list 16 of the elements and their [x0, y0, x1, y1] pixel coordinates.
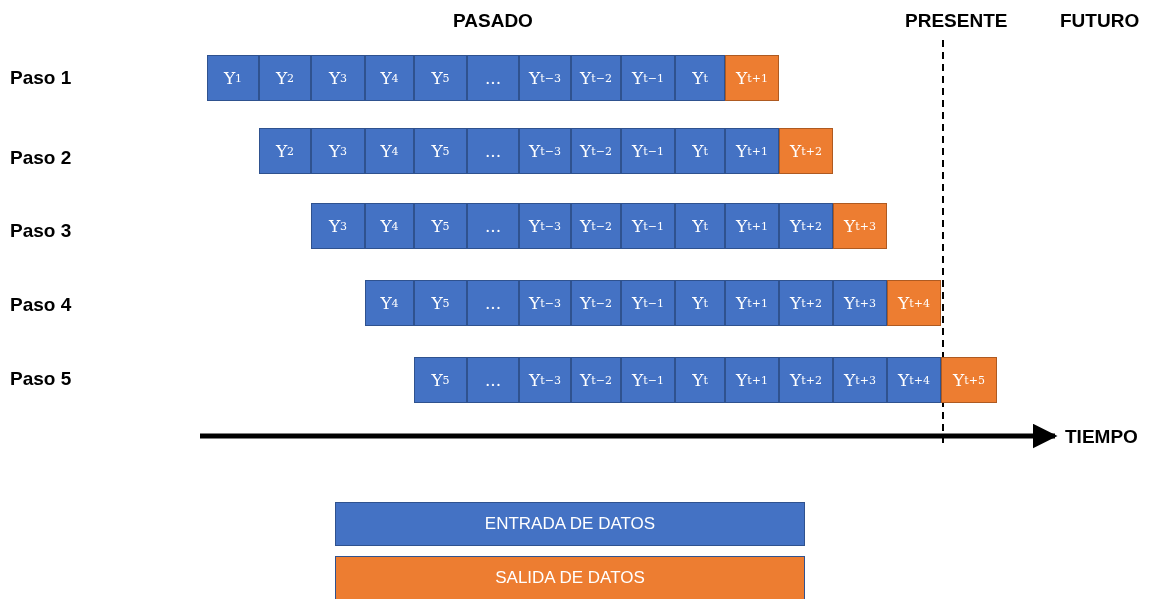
legend-swatch: SALIDA DE DATOS [335, 556, 805, 599]
step-label: Paso 1 [10, 67, 72, 89]
period-heading: PASADO [453, 10, 533, 32]
input-cell: ... [467, 280, 519, 326]
step-label: Paso 2 [10, 147, 72, 169]
period-heading: FUTURO [1060, 10, 1140, 32]
input-cell: ... [467, 55, 519, 101]
input-cell: ... [467, 357, 519, 403]
step-label: Paso 5 [10, 368, 72, 390]
input-cell: ... [467, 128, 519, 174]
step-label: Paso 3 [10, 220, 72, 242]
period-heading: PRESENTE [905, 10, 1008, 32]
step-label: Paso 4 [10, 294, 72, 316]
input-cell: ... [467, 203, 519, 249]
axis-label: TIEMPO [1065, 426, 1138, 448]
legend-swatch: ENTRADA DE DATOS [335, 502, 805, 546]
